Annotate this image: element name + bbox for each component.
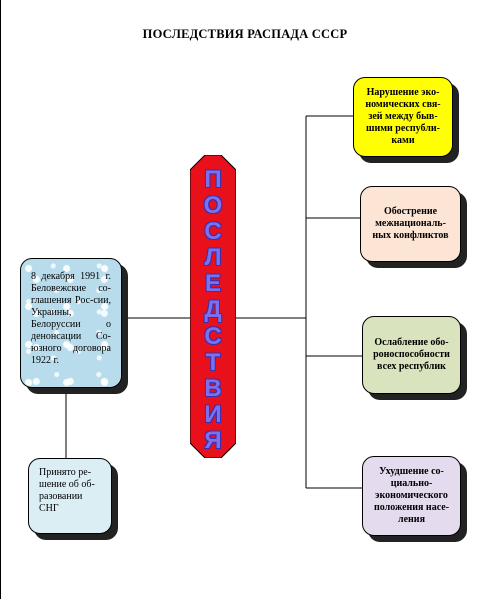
center-word: П О С Л Е Д С Т В И Я bbox=[190, 168, 236, 453]
consequence-box-economic: Нарушение эко-номических свя-зей между б… bbox=[353, 77, 453, 157]
consequence-box-social: Ухудшение со-циально-экономического поло… bbox=[362, 456, 461, 536]
page-left-border bbox=[0, 0, 1, 599]
cause-box: 8 декабря 1991 г. Беловежские со-глашени… bbox=[20, 258, 122, 388]
consequence-box-defense: Ослабление обо-роноспособности всех респ… bbox=[362, 316, 461, 394]
center-letter: П bbox=[204, 166, 222, 193]
center-letter: Л bbox=[204, 244, 222, 272]
center-letter: С bbox=[204, 322, 222, 350]
center-letter: О bbox=[203, 192, 223, 220]
result-box: Принято ре-шение об об-разовании СНГ bbox=[28, 458, 112, 534]
center-letter: Я bbox=[204, 426, 222, 454]
consequence-box-conflicts: Обострение межнациональ-ных конфликтов bbox=[360, 186, 461, 262]
center-octagon bbox=[190, 155, 236, 458]
center-letter: С bbox=[204, 218, 222, 246]
cause-text: 8 декабря 1991 г. Беловежские со-глашени… bbox=[31, 271, 111, 366]
consequence-text: Ухудшение со-циально-экономического поло… bbox=[373, 466, 450, 525]
center-letter: Т bbox=[205, 348, 221, 376]
consequence-text: Ослабление обо-роноспособности всех респ… bbox=[373, 337, 450, 372]
consequence-text: Нарушение эко-номических свя-зей между б… bbox=[365, 87, 441, 146]
center-letter: В bbox=[204, 374, 222, 402]
diagram-title: ПОСЛЕДСТВИЯ РАСПАДА СССР bbox=[142, 27, 348, 41]
result-text: Принято ре-шение об об-разовании СНГ bbox=[39, 467, 95, 514]
center-letter: Д bbox=[204, 296, 222, 324]
center-letter: И bbox=[204, 400, 222, 428]
consequence-text: Обострение межнациональ-ных конфликтов bbox=[372, 206, 449, 241]
center-letter: Е bbox=[204, 270, 221, 298]
